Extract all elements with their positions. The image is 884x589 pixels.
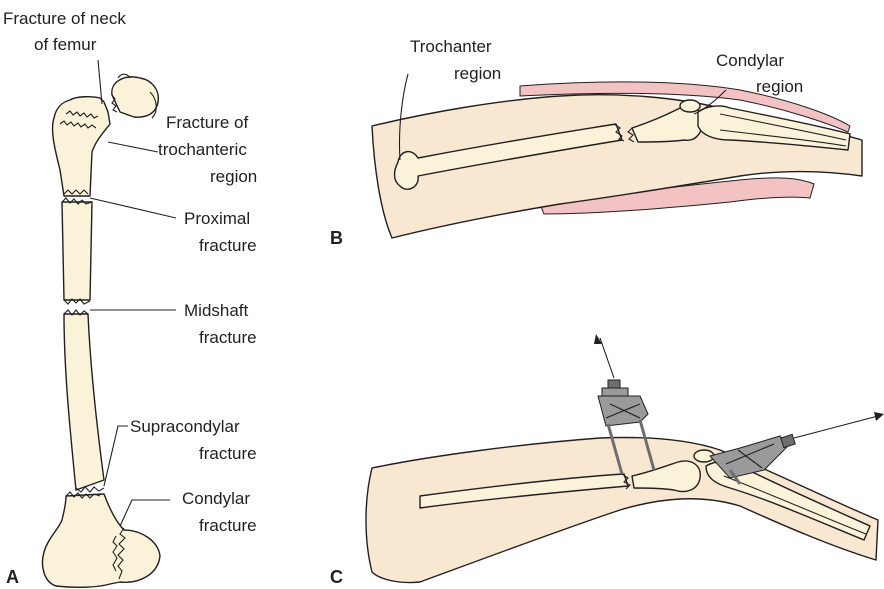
panel-a-femur bbox=[43, 74, 161, 587]
panel-letter-b: B bbox=[330, 228, 343, 248]
fixator-screw bbox=[608, 380, 620, 388]
fixator-clamp-top bbox=[602, 388, 628, 396]
label-midshaft-fracture-1: Midshaft bbox=[184, 301, 249, 320]
label-troch-fracture-3: region bbox=[210, 167, 257, 186]
middle-shaft-segment bbox=[64, 314, 104, 490]
label-condylar-fracture-1: Condylar bbox=[182, 489, 250, 508]
panel-c-leg bbox=[366, 438, 878, 583]
traction-arrow-right bbox=[874, 412, 884, 421]
panel-b-leg bbox=[372, 82, 862, 238]
femoral-head bbox=[112, 77, 158, 117]
panel-letter-a: A bbox=[6, 567, 19, 587]
label-neck-fracture-2: of femur bbox=[34, 35, 97, 54]
distal-femur-condyles bbox=[43, 494, 161, 587]
label-trochanter-region-2: region bbox=[454, 64, 501, 83]
label-trochanter-region-1: Trochanter bbox=[410, 37, 492, 56]
label-condylar-fracture-2: fracture bbox=[199, 516, 257, 535]
label-condylar-region-1: Condylar bbox=[716, 51, 784, 70]
label-troch-fracture-1: Fracture of bbox=[166, 113, 248, 132]
fixator-tibial-screw bbox=[781, 434, 796, 447]
label-proximal-fracture-1: Proximal bbox=[184, 209, 250, 228]
proximal-femur bbox=[53, 97, 110, 196]
label-troch-fracture-2: trochanteric bbox=[158, 140, 247, 159]
label-midshaft-fracture-2: fracture bbox=[199, 328, 257, 347]
label-condylar-region-2: region bbox=[756, 77, 803, 96]
panel-letter-c: C bbox=[330, 567, 343, 587]
upper-shaft-segment bbox=[62, 202, 92, 300]
label-proximal-fracture-2: fracture bbox=[199, 236, 257, 255]
fixator-tibial bbox=[710, 412, 884, 484]
label-neck-fracture-1: Fracture of neck bbox=[3, 9, 126, 28]
panel-c-text: C bbox=[330, 567, 343, 587]
patella-b bbox=[680, 100, 700, 112]
label-supracondylar-fracture-2: fracture bbox=[199, 444, 257, 463]
label-supracondylar-fracture-1: Supracondylar bbox=[130, 417, 240, 436]
